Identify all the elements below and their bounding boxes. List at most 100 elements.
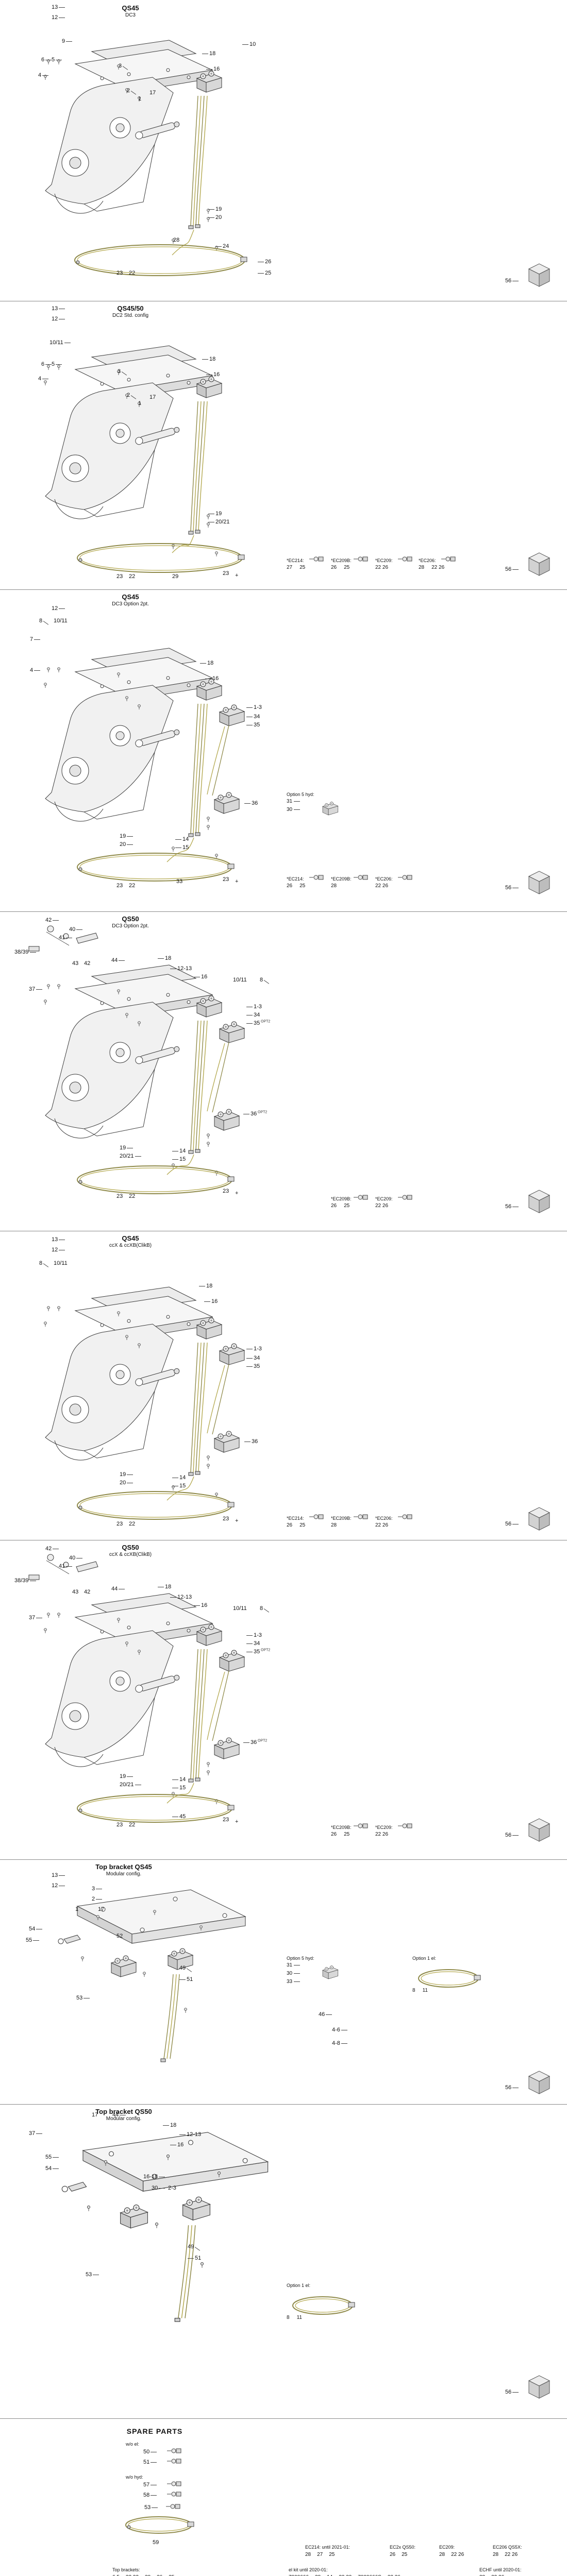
callout-12-13: 12-13: [170, 965, 192, 972]
callout-number: 2: [127, 392, 130, 398]
legend-item: 26: [331, 1203, 337, 1209]
callout-number: 14: [179, 1475, 186, 1481]
section-title: QS45: [122, 1234, 139, 1242]
callout-number: 30: [152, 2185, 158, 2191]
callout-number: 52: [116, 1933, 123, 1939]
leader-line: [42, 75, 49, 76]
callout-22: 22: [129, 270, 135, 276]
callout-number: 34: [254, 714, 260, 720]
callout-41: 41: [59, 935, 73, 941]
legend-item: 25: [299, 565, 305, 570]
legend-title: *EC209B:: [331, 876, 352, 882]
callout-number: 35: [254, 1020, 260, 1026]
callout-x: +: [235, 572, 238, 579]
callout-20-21: 20/21: [208, 519, 230, 525]
callout-23: 23: [116, 883, 123, 889]
callout-number: 20: [120, 1480, 126, 1486]
kit-item-number: 28: [493, 2552, 499, 2557]
callout-1-3: 1-3: [246, 1632, 262, 1638]
callout-1-3: 1-3: [246, 1346, 262, 1352]
leader-line: [246, 1358, 253, 1359]
callout-20-21: 20/21: [120, 1782, 141, 1788]
callout-10-11: 10/11: [233, 977, 247, 983]
kit-title: EC206 QS5X:: [493, 2545, 522, 2550]
callout-51: 51: [143, 2459, 157, 2465]
callout-number: 1-3: [254, 1632, 262, 1638]
callout-number: 22: [129, 1193, 136, 1199]
callout-12: 12: [52, 1247, 65, 1253]
callout-number: 49: [188, 2244, 194, 2250]
callout-number: 23: [223, 1516, 229, 1522]
legend-item-number: 25: [299, 1522, 306, 1528]
legend-title: *EC209:: [375, 558, 393, 563]
callout-number: 16-18: [143, 2174, 158, 2180]
callout-number: 6: [41, 57, 45, 63]
callout-20-21: 20/21: [120, 1153, 141, 1159]
leader-line: [53, 2168, 59, 2169]
callout-number: 18: [209, 50, 216, 57]
callout-37: 37: [29, 1615, 43, 1621]
callout-23: 23: [223, 1516, 229, 1522]
callout-17: 17: [92, 2112, 98, 2118]
leader-line: [246, 707, 253, 708]
leader-line: [76, 929, 83, 930]
leader-line: [512, 569, 519, 570]
callout-14: 14: [172, 1148, 186, 1154]
callout-23: 23: [223, 570, 229, 577]
callout-10-11: 10/11: [54, 1260, 68, 1266]
kit-title: EC2x QS50:: [390, 2545, 416, 2550]
legend-item: 30: [287, 1971, 301, 1976]
callout-number: 20: [215, 214, 222, 221]
callout-number: 3: [119, 63, 122, 69]
leader-line: [200, 663, 206, 664]
legend-item: 25: [344, 1203, 349, 1209]
callout-15: 15: [172, 1483, 186, 1489]
callout-41: 41: [59, 1563, 73, 1569]
legend-item-number: 25: [299, 565, 306, 570]
kit-item-number: 28: [305, 2552, 311, 2557]
legend-item: 27: [287, 565, 292, 570]
legend-title: Option 5 hyd:: [287, 1956, 314, 1961]
callout-37: 37: [29, 2130, 43, 2137]
legend-item-number: 22 26: [375, 565, 389, 570]
legend-item: 28: [331, 1522, 337, 1528]
legend-item-number: 25: [344, 1832, 350, 1837]
callout-number: 16: [201, 974, 208, 980]
callout-number: 19: [120, 1773, 126, 1780]
callout-number: 46: [319, 2011, 325, 2018]
callout-14: 14: [175, 836, 189, 842]
callout-number: 1-3: [254, 704, 262, 710]
callout-2-3: 2-3: [168, 2185, 176, 2191]
callout-number: 12-13: [177, 1594, 192, 1600]
kit-title: ECHF until 2020-01:: [479, 2567, 522, 2572]
callout-56: 56: [505, 1832, 519, 1838]
legend-item-number: 31: [287, 799, 293, 804]
callout-number: +: [235, 1518, 239, 1524]
legend-item-number: 22 26: [375, 1522, 389, 1528]
callout-number: 5: [52, 57, 55, 63]
leader-line: [512, 2392, 519, 2393]
callout-number: 44: [111, 1586, 118, 1592]
leader-line: [215, 246, 222, 247]
callout-opt2: OPT2: [258, 1111, 267, 1114]
legend-ec209: *EC209: 22 26: [375, 558, 393, 570]
callout-number: 10/11: [54, 618, 68, 624]
legend-title: *EC214:: [287, 1516, 304, 1521]
callout-number: 20/21: [120, 1153, 134, 1159]
callout-number: 43: [72, 960, 79, 967]
callout-number: 37: [29, 986, 36, 992]
callout-23: 23: [223, 876, 229, 883]
callout-22: 22: [129, 1521, 135, 1527]
kit-title: EC209:: [439, 2545, 455, 2550]
callout-12: 12: [52, 316, 65, 322]
callout-6: 6: [41, 57, 52, 63]
callout-number: 10/11: [54, 1260, 68, 1266]
